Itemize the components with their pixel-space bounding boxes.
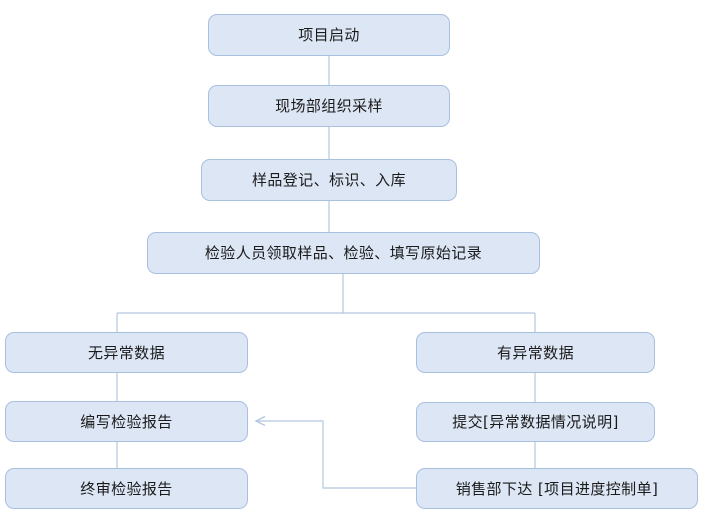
flow-node-n4[interactable]: 检验人员领取样品、检验、填写原始记录 — [147, 232, 540, 274]
flow-node-n9[interactable]: 终审检验报告 — [5, 468, 248, 509]
flow-node-n1[interactable]: 项目启动 — [208, 14, 450, 56]
flow-node-label: 提交[异常数据情况说明] — [452, 413, 619, 431]
flow-node-label: 检验人员领取样品、检验、填写原始记录 — [204, 244, 483, 262]
link-n10-n7-feedback — [256, 420, 416, 489]
flow-node-n7[interactable]: 编写检验报告 — [5, 401, 248, 442]
flow-node-n8[interactable]: 提交[异常数据情况说明] — [416, 402, 655, 442]
flow-node-n5[interactable]: 无异常数据 — [5, 332, 248, 373]
flow-node-label: 现场部组织采样 — [275, 97, 383, 115]
flow-node-label: 销售部下达 [项目进度控制单] — [455, 479, 659, 498]
flow-node-label: 样品登记、标识、入库 — [251, 171, 406, 189]
link-n10-n7-feedback-arrowhead — [254, 415, 266, 427]
flow-node-n10[interactable]: 销售部下达 [项目进度控制单] — [416, 468, 698, 509]
flow-node-label: 编写检验报告 — [80, 412, 173, 431]
flow-node-label: 有异常数据 — [496, 343, 574, 362]
flow-node-n6[interactable]: 有异常数据 — [416, 332, 655, 373]
flow-node-label: 项目启动 — [298, 26, 360, 44]
flow-node-label: 无异常数据 — [87, 343, 165, 362]
flow-node-n2[interactable]: 现场部组织采样 — [208, 85, 450, 127]
flow-node-n3[interactable]: 样品登记、标识、入库 — [201, 159, 457, 201]
flow-node-label: 终审检验报告 — [80, 479, 173, 498]
